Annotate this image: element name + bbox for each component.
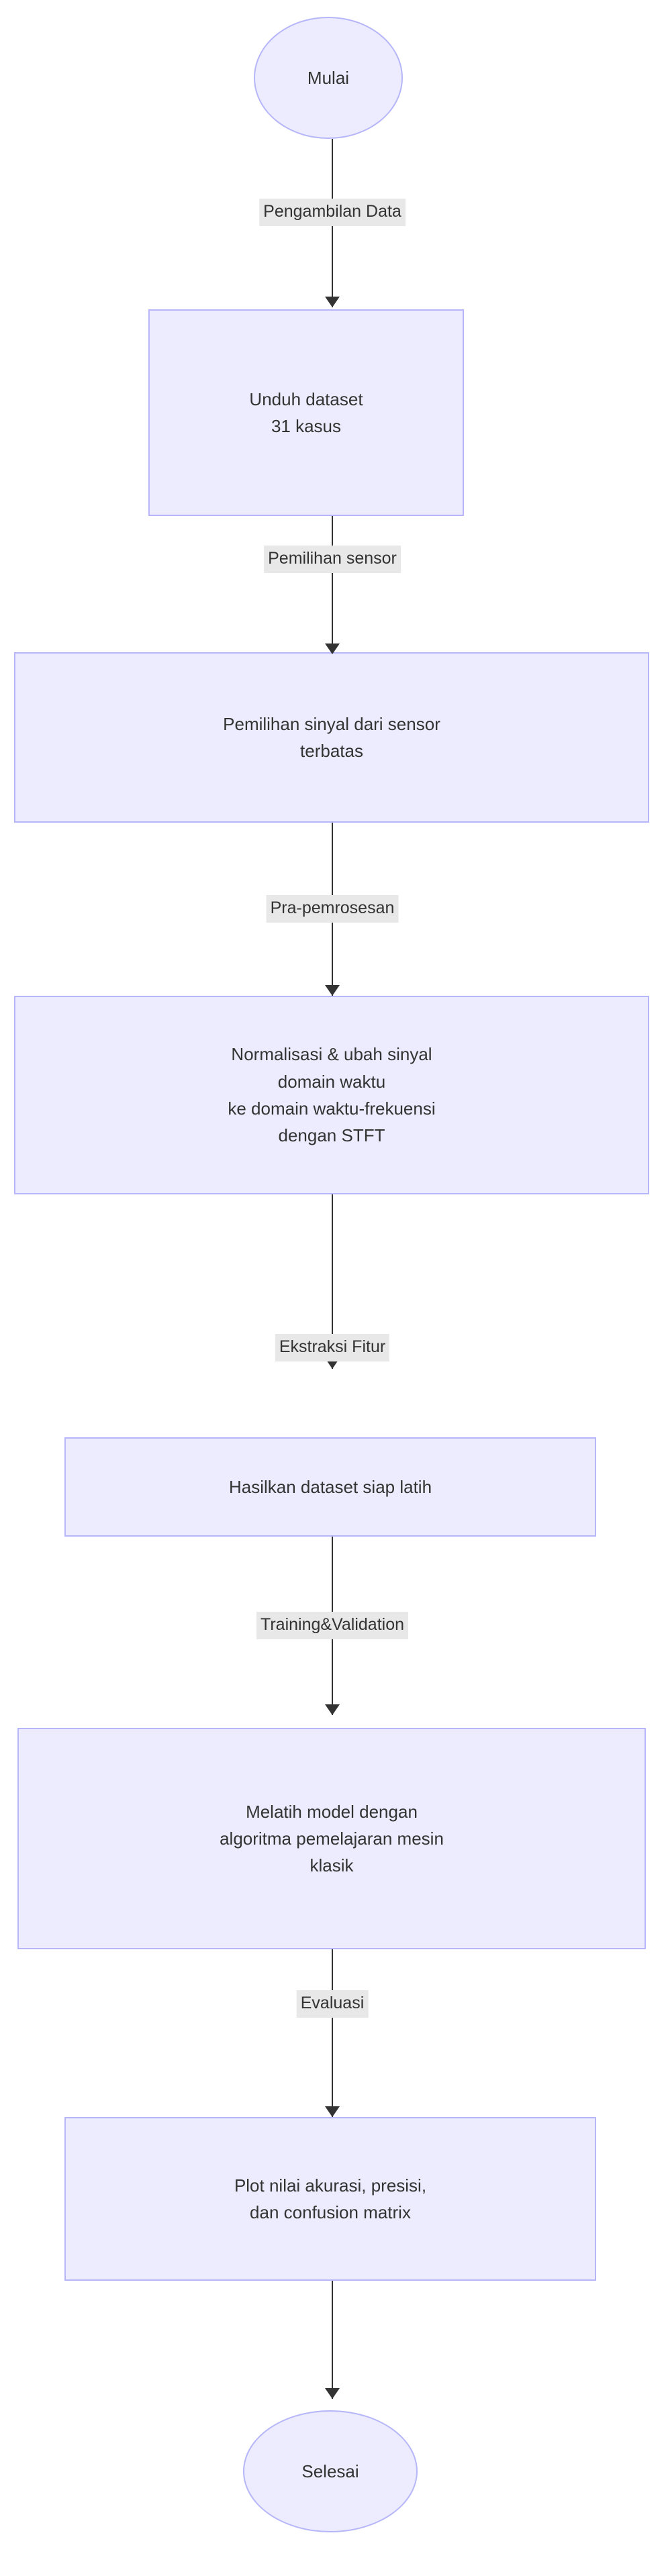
arrow-head-download-select: [325, 643, 340, 654]
node-download-dataset[interactable]: Unduh dataset 31 kasus: [148, 309, 464, 516]
arrow-head-dataset-train: [325, 1704, 340, 1715]
arrow-head-train-evaluate: [325, 2106, 340, 2117]
edge-line-train-evaluate: [332, 1949, 333, 2117]
arrow-head-evaluate-end: [325, 2388, 340, 2399]
node-end[interactable]: Selesai: [243, 2410, 418, 2532]
edge-line-evaluate-end: [332, 2281, 333, 2399]
node-train-model[interactable]: Melatih model dengan algoritma pemelajar…: [17, 1728, 646, 1949]
arrow-head-start-download: [325, 297, 340, 307]
node-select-signal[interactable]: Pemilihan sinyal dari sensor terbatas: [14, 652, 649, 823]
edge-label-training-validation: Training&Validation: [256, 1612, 409, 1640]
arrow-head-select-preprocess: [325, 985, 340, 996]
node-start[interactable]: Mulai: [254, 17, 403, 139]
node-preprocess-stft[interactable]: Normalisasi & ubah sinyal domain waktu k…: [14, 996, 649, 1194]
edge-label-pengambilan-data: Pengambilan Data: [259, 199, 406, 227]
edge-label-pemilihan-sensor: Pemilihan sensor: [264, 546, 401, 574]
edge-line-preprocess-dataset: [332, 1194, 333, 1369]
node-ready-dataset[interactable]: Hasilkan dataset siap latih: [64, 1437, 596, 1537]
edge-line-download-select: [332, 516, 333, 654]
edge-label-ekstraksi-fitur: Ekstraksi Fitur: [275, 1334, 390, 1362]
edge-label-pra-pemrosesan: Pra-pemrosesan: [266, 895, 399, 923]
node-plot-metrics[interactable]: Plot nilai akurasi, presisi, dan confusi…: [64, 2117, 596, 2281]
edge-label-evaluasi: Evaluasi: [296, 1990, 369, 2018]
